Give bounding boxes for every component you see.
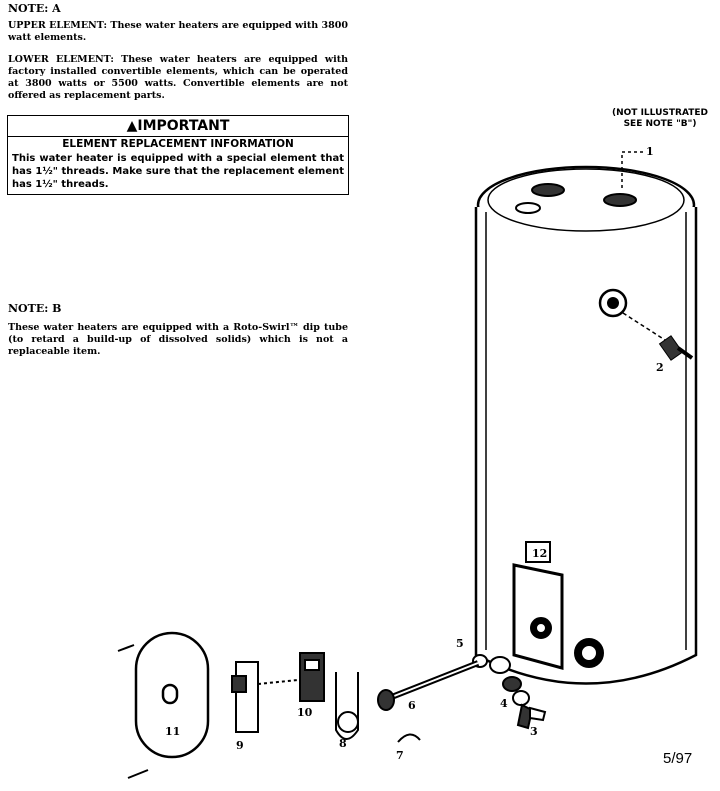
note-a-heading: NOTE: A	[8, 2, 61, 15]
important-title: IMPORTANT	[137, 118, 230, 134]
important-box: ▲IMPORTANT ELEMENT REPLACEMENT INFORMATI…	[7, 115, 349, 195]
part-label-4: 4	[500, 697, 508, 710]
note-a-lower: LOWER ELEMENT: These water heaters are e…	[8, 54, 348, 101]
part-label-8: 8	[339, 737, 347, 750]
part-label-11: 11	[165, 725, 181, 738]
tank-body	[474, 165, 698, 685]
important-title-row: ▲IMPORTANT	[8, 116, 348, 137]
warning-triangle-icon: ▲	[126, 118, 138, 134]
part-1-leader	[621, 151, 645, 188]
part-label-2: 2	[656, 361, 664, 374]
access-cover	[117, 631, 210, 779]
note-b-heading: NOTE: B	[8, 302, 62, 315]
callout-line-2: SEE NOTE "B")	[623, 119, 697, 129]
part-label-3: 3	[530, 725, 538, 738]
note-a-upper: UPPER ELEMENT: These water heaters are e…	[8, 20, 348, 43]
drain-fittings	[472, 654, 547, 730]
gasket	[397, 733, 421, 743]
part-label-6: 6	[408, 699, 416, 712]
callout-line-1: (NOT ILLUSTRATED	[612, 108, 708, 118]
important-body: This water heater is equipped with a spe…	[12, 153, 344, 190]
part-label-12: 12	[532, 547, 548, 560]
part-label-5: 5	[456, 637, 464, 650]
lower-access-panel	[512, 541, 604, 670]
part-label-1: 1	[646, 145, 654, 158]
top-fittings	[515, 183, 637, 214]
upper-element-port	[598, 288, 694, 361]
part-label-7: 7	[396, 749, 404, 762]
date-code: 5/97	[663, 750, 693, 767]
part-label-10: 10	[297, 706, 313, 719]
heating-element	[377, 660, 480, 711]
thermostat	[299, 652, 325, 702]
not-illustrated-callout: (NOT ILLUSTRATED SEE NOTE "B")	[600, 108, 720, 130]
part-label-9: 9	[236, 739, 244, 752]
important-subtitle: ELEMENT REPLACEMENT INFORMATION	[62, 138, 294, 150]
element-clip	[335, 672, 359, 740]
note-b-text: These water heaters are equipped with a …	[8, 322, 348, 357]
thermostat-bracket	[231, 661, 299, 733]
